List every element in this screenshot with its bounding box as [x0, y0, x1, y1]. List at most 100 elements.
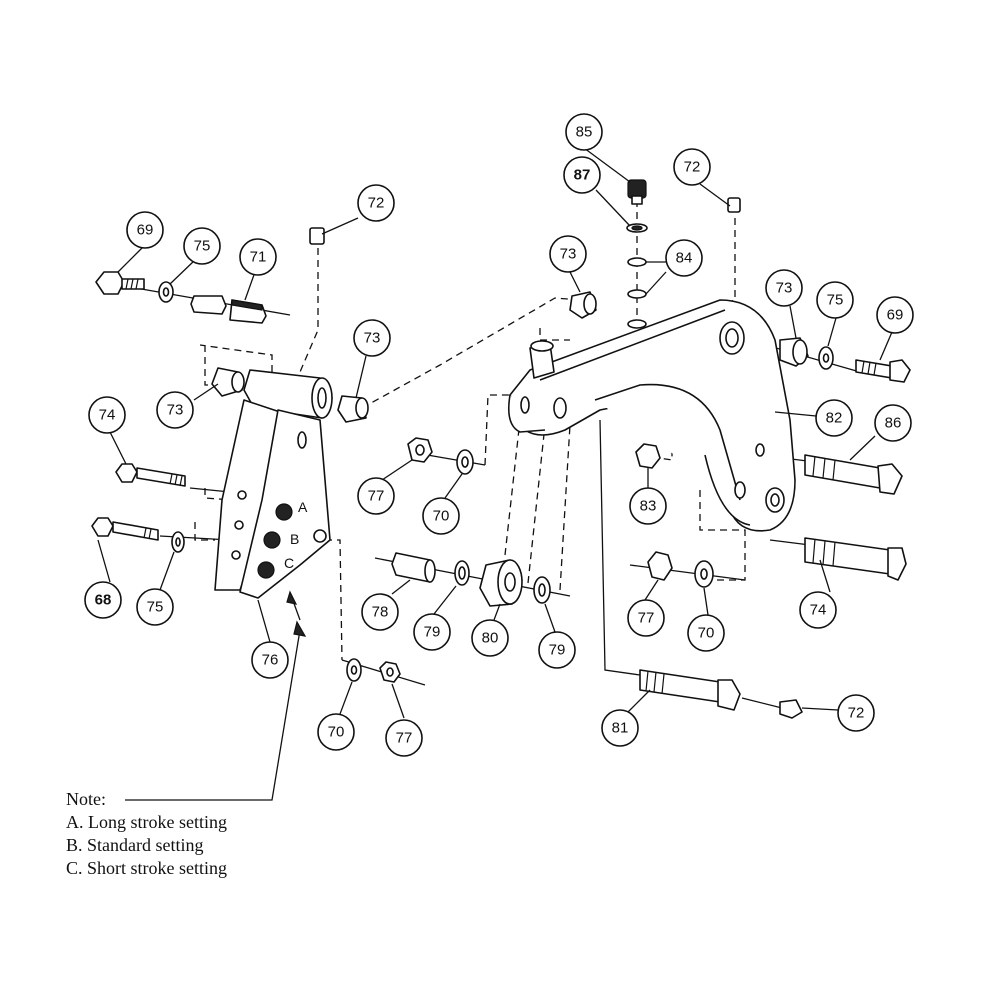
callout-74-right: 74 — [799, 591, 837, 629]
callout-84: 84 — [665, 239, 703, 277]
setting-letter-a: A — [298, 499, 308, 515]
callout-82: 82 — [815, 399, 853, 437]
svg-text:69: 69 — [137, 222, 154, 239]
callout-72-left: 72 — [357, 184, 395, 222]
setting-letter-c: C — [284, 555, 294, 571]
stroke-setting-letters: A B C — [284, 499, 308, 571]
nut-77-center — [407, 437, 433, 463]
callout-69-left: 69 — [126, 211, 164, 249]
svg-text:79: 79 — [424, 624, 441, 641]
bolt-74-left — [115, 463, 186, 487]
nut-77-right — [647, 551, 673, 581]
callout-85: 85 — [565, 113, 603, 151]
svg-text:75: 75 — [147, 599, 164, 616]
svg-text:78: 78 — [372, 604, 389, 621]
grease-fitting-85 — [627, 179, 647, 205]
svg-text:70: 70 — [698, 625, 715, 642]
svg-text:77: 77 — [396, 730, 413, 747]
frame-82 — [507, 299, 796, 532]
note-line-a: A. Long stroke setting — [66, 812, 227, 832]
svg-text:69: 69 — [887, 307, 904, 324]
callout-75-right: 75 — [816, 281, 854, 319]
svg-text:85: 85 — [576, 124, 593, 141]
callout-83: 83 — [629, 487, 667, 525]
svg-text:72: 72 — [368, 195, 385, 212]
callout-77-center: 77 — [357, 477, 395, 515]
svg-text:81: 81 — [612, 720, 629, 737]
callout-73-right: 73 — [765, 269, 803, 307]
callout-81: 81 — [601, 709, 639, 747]
svg-text:74: 74 — [99, 407, 116, 424]
spacer-78 — [391, 552, 436, 583]
callout-76: 76 — [251, 641, 289, 679]
washer-87 — [626, 223, 648, 233]
callout-86: 86 — [874, 404, 912, 442]
svg-text:79: 79 — [549, 642, 566, 659]
washer-70-center — [456, 449, 474, 475]
svg-text:76: 76 — [262, 652, 279, 669]
callout-75-left: 75 — [183, 227, 221, 265]
svg-text:75: 75 — [194, 238, 211, 255]
grease-fitting-72-left — [309, 227, 325, 245]
callout-70-bottom: 70 — [317, 713, 355, 751]
callout-87: 87 — [563, 156, 601, 194]
bushing-73-top — [569, 291, 597, 319]
svg-text:73: 73 — [167, 402, 184, 419]
pivot-tube — [243, 369, 333, 419]
nut-83 — [635, 443, 661, 469]
bolt-69-right — [855, 359, 911, 383]
callout-68: 68 — [84, 581, 122, 619]
svg-text:77: 77 — [368, 488, 385, 505]
note-line-b: B. Standard setting — [66, 835, 204, 855]
note-block: Note: A. Long stroke setting B. Standard… — [66, 788, 227, 880]
svg-text:87: 87 — [574, 167, 591, 184]
pad-71 — [190, 295, 267, 324]
callout-69-right: 69 — [876, 296, 914, 334]
note-heading: Note: — [66, 789, 106, 809]
svg-text:86: 86 — [885, 415, 902, 432]
callout-80: 80 — [471, 619, 509, 657]
svg-text:72: 72 — [684, 159, 701, 176]
note-line-c: C. Short stroke setting — [66, 858, 227, 878]
svg-text:73: 73 — [364, 330, 381, 347]
bushing-73-left — [211, 367, 245, 397]
grease-fitting-72-bottom — [779, 699, 803, 719]
svg-text:70: 70 — [433, 508, 450, 525]
callout-77-right: 77 — [627, 599, 665, 637]
bolt-68 — [91, 517, 159, 541]
callout-74-left: 74 — [88, 396, 126, 434]
bolt-86 — [804, 454, 903, 495]
callout-79-left: 79 — [413, 613, 451, 651]
roller-80 — [479, 559, 523, 607]
callout-73-left: 73 — [156, 391, 194, 429]
svg-text:77: 77 — [638, 610, 655, 627]
svg-text:68: 68 — [95, 592, 112, 609]
washer-75-right — [818, 346, 834, 370]
setting-letter-b: B — [290, 531, 299, 547]
bushing-73-tube — [337, 395, 369, 423]
callout-79-right: 79 — [538, 631, 576, 669]
bushing-73-right — [779, 337, 809, 367]
svg-text:72: 72 — [848, 705, 865, 722]
bolt-81 — [639, 669, 741, 711]
svg-text:73: 73 — [776, 280, 793, 297]
svg-text:71: 71 — [250, 249, 267, 266]
washers-84 — [627, 257, 647, 329]
stroke-bracket-76 — [214, 399, 331, 599]
washer-70-bottom — [346, 658, 362, 682]
svg-text:80: 80 — [482, 630, 499, 647]
callout-73-top: 73 — [549, 235, 587, 273]
svg-text:84: 84 — [676, 250, 693, 267]
callout-72-bottom: 72 — [837, 694, 875, 732]
grease-fitting-72-top — [727, 197, 741, 213]
callout-leaders — [97, 147, 893, 719]
bolt-74-right — [804, 537, 907, 581]
bolt-69-left — [95, 271, 145, 295]
svg-text:74: 74 — [810, 602, 827, 619]
callout-78: 78 — [361, 593, 399, 631]
callout-73-tube: 73 — [353, 319, 391, 357]
svg-text:73: 73 — [560, 246, 577, 263]
callout-70-right: 70 — [687, 614, 725, 652]
svg-text:70: 70 — [328, 724, 345, 741]
